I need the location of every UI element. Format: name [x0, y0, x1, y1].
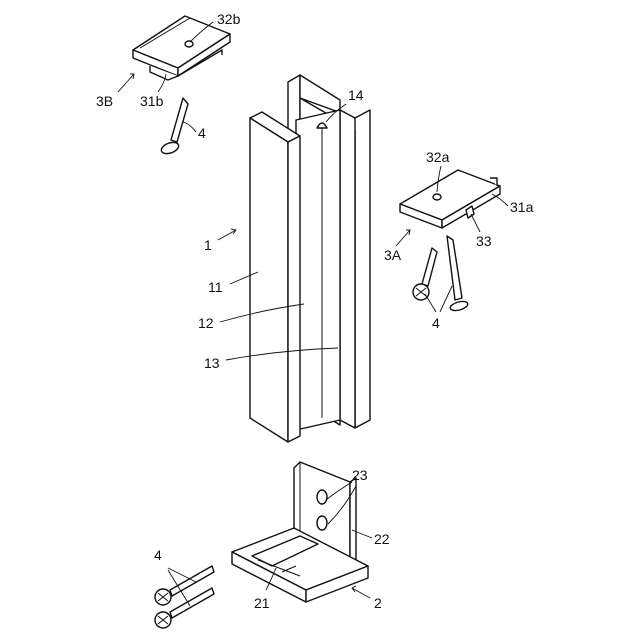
label-4-right: 4	[432, 315, 440, 331]
label-14: 14	[348, 87, 364, 103]
leader-4-bottom-a	[168, 568, 196, 582]
clip-3b	[133, 16, 230, 80]
label-11: 11	[208, 279, 223, 295]
nail-4-top	[160, 98, 188, 156]
leader-33	[471, 214, 480, 232]
label-1: 1	[204, 237, 212, 253]
label-32a: 32a	[426, 149, 450, 165]
label-13: 13	[204, 355, 220, 371]
label-32b: 32b	[217, 11, 241, 27]
web-12	[296, 110, 340, 430]
leader-4-top	[183, 122, 196, 132]
nail-shank	[171, 98, 188, 142]
label-12: 12	[198, 315, 214, 331]
clip-3a-hole-32a	[433, 194, 441, 200]
bracket-2	[232, 462, 368, 602]
leader-4-right-a	[425, 294, 436, 312]
label-31b: 31b	[140, 93, 164, 109]
label-4-top: 4	[198, 125, 206, 141]
column-1	[250, 75, 370, 442]
label-22: 22	[374, 531, 390, 547]
front-flange-11	[250, 118, 288, 442]
label-33: 33	[476, 233, 492, 249]
nail-a-shank	[422, 248, 437, 286]
nail-head	[160, 140, 180, 156]
arrow-2	[352, 588, 370, 598]
arrow-3a	[396, 230, 410, 246]
clip-3b-hole-32b	[185, 41, 193, 47]
front-flange-edge	[288, 136, 300, 442]
label-31a: 31a	[510, 199, 534, 215]
label-4-bottom: 4	[154, 547, 162, 563]
label-3a: 3A	[384, 247, 402, 263]
leader-31a	[492, 194, 508, 206]
clip-3a	[400, 170, 500, 228]
nails-4-right	[413, 236, 469, 312]
hole-23-lower	[317, 516, 327, 530]
nail-b-head	[449, 300, 468, 312]
arrow-3b	[118, 74, 134, 92]
label-3b: 3B	[96, 93, 113, 109]
label-2: 2	[374, 595, 382, 611]
hole-23-upper	[317, 490, 327, 504]
arrow-1	[218, 230, 236, 240]
nail-b-shank	[447, 236, 462, 300]
label-21: 21	[254, 595, 270, 611]
web-face	[340, 110, 355, 428]
label-23: 23	[352, 467, 368, 483]
